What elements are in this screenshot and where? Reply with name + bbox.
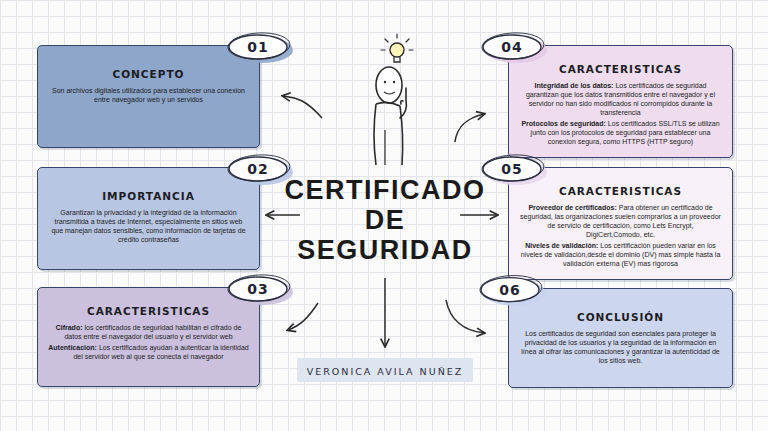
callout-number: 01	[247, 39, 268, 55]
info-box: CARACTERISTICAS Cifrado:los certificados …	[37, 287, 260, 387]
figure-head	[376, 67, 402, 103]
badge-sketch-ring	[479, 274, 542, 303]
box-heading: CARACTERISTICAS	[519, 63, 722, 75]
badge-sketch-ring	[481, 153, 544, 182]
callout-number: 04	[501, 39, 522, 55]
figure-body	[374, 102, 403, 165]
term-label: Protocolos de seguridad:	[521, 120, 605, 127]
info-box: CONCLUSIÓN Los certificados de seguridad …	[508, 288, 733, 388]
box-paragraph: Proveedor de certificados:Para obtener u…	[519, 204, 722, 240]
figure-smile	[384, 92, 395, 94]
curved-arrow	[446, 300, 484, 333]
box-heading: CONCLUSIÓN	[519, 311, 722, 323]
author-name: VERONICA AVILA NUÑEZ	[307, 366, 464, 377]
term-description: Los certificados ayudan a autenticar la …	[73, 344, 248, 360]
author-box: VERONICA AVILA NUÑEZ	[297, 358, 474, 382]
light-bulb	[390, 43, 404, 57]
term-label: Autenticacion:	[48, 344, 97, 351]
straight-arrow	[460, 214, 497, 216]
term-label: Niveles de validación:	[525, 242, 598, 249]
curved-arrow	[455, 114, 484, 142]
info-box: IMPORTANCIA Garantizan la privacidad y la…	[37, 167, 260, 270]
number-badge	[481, 31, 547, 63]
callout-number: 05	[501, 161, 522, 177]
curved-arrow	[283, 96, 322, 118]
number-badge	[227, 273, 293, 305]
box-paragraph: Integridad de los datos:Los certificados…	[519, 82, 722, 118]
box-paragraph: Cifrado:los certificados de seguridad ha…	[48, 324, 249, 342]
curved-arrow	[288, 303, 318, 330]
badge-sketch-ring	[227, 31, 290, 60]
number-badge	[479, 274, 545, 306]
straight-arrow	[267, 214, 300, 216]
badge-sketch-ring	[227, 273, 290, 302]
callout-number: 02	[247, 161, 268, 177]
bulb-rays	[381, 34, 413, 50]
term-description: los certificados de seguridad habilitan …	[64, 324, 241, 340]
box-body: Los certificados de seguridad son esenci…	[519, 330, 722, 366]
info-box: CARACTERISTICAS Integridad de los datos:L…	[508, 45, 733, 158]
badge-sketch-ring	[481, 31, 544, 60]
figure-leg-line	[384, 130, 385, 165]
number-badge	[481, 153, 547, 185]
badge-sketch-ring	[227, 153, 290, 182]
term-label: Cifrado:	[56, 324, 83, 331]
figure-eye	[384, 81, 386, 83]
box-heading: CARACTERISTICAS	[48, 305, 249, 317]
number-badge	[227, 153, 293, 185]
box-body: Son archivos digitales utilizados para e…	[48, 87, 249, 105]
down-arrow	[384, 278, 386, 346]
box-paragraph: Protocolos de seguridad:Los certificados…	[519, 120, 722, 147]
box-heading: CARACTERISTICAS	[519, 185, 722, 197]
figure-arm	[400, 88, 406, 118]
box-heading: CONCEPTO	[48, 68, 249, 80]
callout-number: 06	[499, 282, 520, 298]
bulb-base	[394, 57, 400, 62]
term-label: Integridad de los datos:	[534, 82, 613, 89]
info-box: CONCEPTO Son archivos digitales utilizado…	[37, 45, 260, 148]
term-label: Proveedor de certificados:	[528, 204, 616, 211]
box-heading: IMPORTANCIA	[48, 190, 249, 202]
box-paragraph: Autenticacion:Los certificados ayudan a …	[48, 344, 249, 362]
box-paragraph: Niveles de validación:Los certificación …	[519, 242, 722, 269]
info-box: CARACTERISTICAS Proveedor de certificados…	[508, 167, 733, 280]
callout-number: 03	[247, 281, 268, 297]
diagram-title: CERTIFICADO DE SEGURIDAD	[265, 175, 505, 265]
figure-eye	[393, 81, 395, 83]
box-body: Garantizan la privacidad y la integridad…	[48, 209, 249, 245]
number-badge	[227, 31, 293, 63]
